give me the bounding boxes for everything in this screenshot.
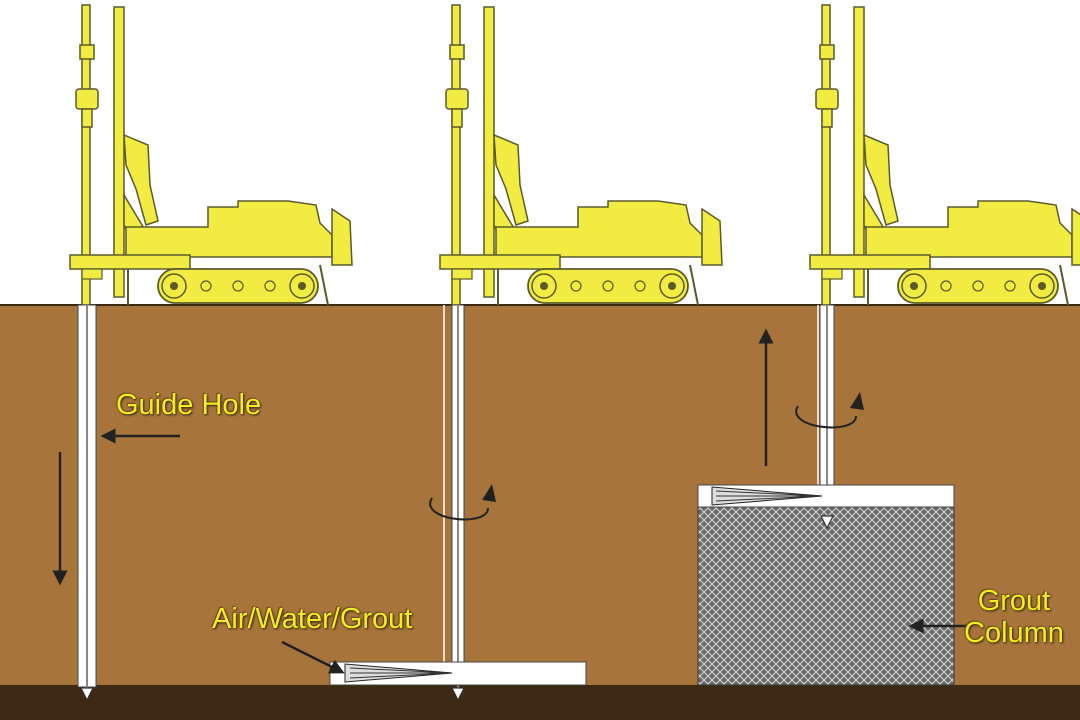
- rotation-arrow: [429, 497, 489, 521]
- grout-column: [697, 484, 955, 686]
- grout-column-label-line-1: Grout: [977, 585, 1051, 617]
- stage-2-jetting: [281, 4, 723, 702]
- stage-1-guide-hole: [52, 4, 353, 702]
- drill-bit: [451, 687, 465, 702]
- stage-3-grout-column: [697, 4, 1080, 686]
- rotation-arrow: [795, 405, 857, 429]
- grout-column-label-line-2: Column: [964, 616, 1064, 649]
- grout-column-label: Grout Column: [964, 585, 1064, 650]
- guide-hole-label: Guide Hole: [116, 389, 262, 421]
- jet-cut-cavity: [697, 484, 955, 508]
- drill-bit: [820, 515, 834, 530]
- air-water-grout-label: Air/Water/Grout: [212, 603, 413, 635]
- bedrock-layer: [0, 685, 1080, 720]
- drill-bit: [80, 687, 94, 702]
- air-water-grout-pointer-arrow: [281, 640, 345, 674]
